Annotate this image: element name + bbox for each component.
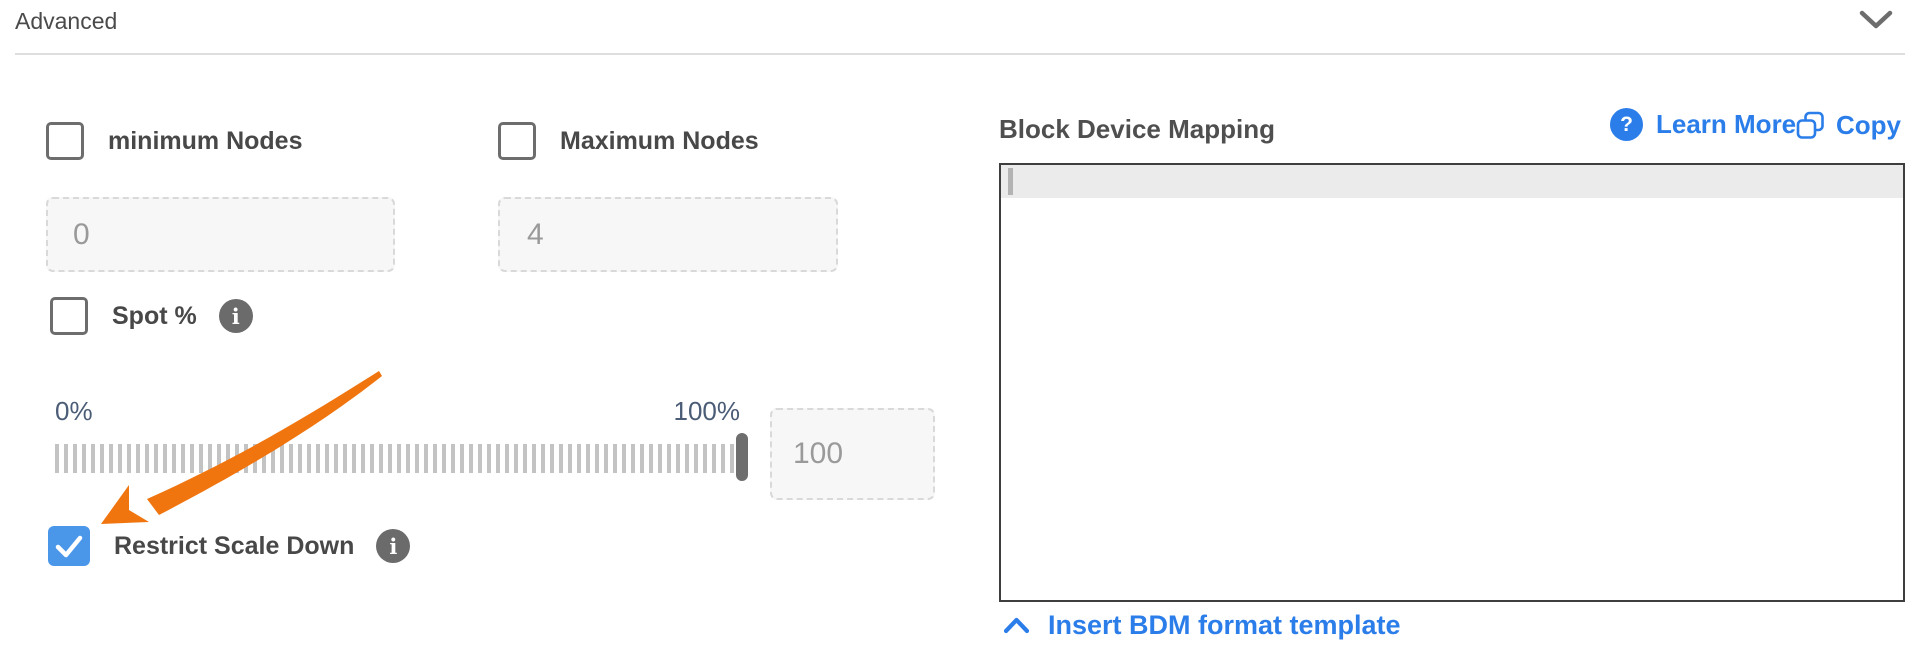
copy-button[interactable]: Copy [1795, 110, 1901, 141]
insert-bdm-template-link[interactable]: Insert BDM format template [1003, 610, 1401, 641]
insert-bdm-template-label: Insert BDM format template [1048, 610, 1401, 640]
spot-pct-row: Spot % i [50, 296, 253, 336]
advanced-section-title: Advanced [15, 8, 118, 34]
learn-more-label: Learn More [1656, 109, 1797, 139]
min-nodes-input[interactable] [46, 197, 395, 272]
question-circle-icon: ? [1610, 108, 1643, 141]
restrict-scale-down-checkbox[interactable] [48, 526, 90, 566]
max-nodes-row: Maximum Nodes [498, 121, 759, 161]
spot-pct-label: Spot % [112, 301, 197, 330]
spot-pct-value-input[interactable] [770, 408, 935, 500]
slider-min-label: 0% [55, 396, 93, 426]
spot-slider-track[interactable] [55, 444, 739, 473]
chevron-down-icon[interactable] [1859, 10, 1893, 37]
restrict-scale-down-label: Restrict Scale Down [114, 531, 355, 560]
orange-arrow-annotation-icon [95, 358, 395, 538]
min-nodes-row: minimum Nodes [46, 121, 302, 161]
min-nodes-checkbox[interactable] [46, 122, 84, 160]
max-nodes-label: Maximum Nodes [560, 126, 759, 155]
editor-active-line [1001, 165, 1903, 198]
spot-pct-checkbox[interactable] [50, 297, 88, 335]
restrict-scale-down-row: Restrict Scale Down i [48, 525, 411, 567]
bdm-editor-textarea[interactable] [999, 163, 1905, 602]
text-cursor [1008, 168, 1013, 195]
section-divider [15, 53, 1905, 55]
max-nodes-checkbox[interactable] [498, 122, 536, 160]
info-circle-icon[interactable]: i [218, 299, 253, 333]
checkmark-icon [55, 535, 83, 558]
bdm-section-title: Block Device Mapping [999, 114, 1275, 144]
chevron-up-icon [1003, 617, 1030, 634]
copy-label: Copy [1836, 110, 1901, 140]
max-nodes-input[interactable] [498, 197, 838, 272]
learn-more-link[interactable]: ? Learn More [1610, 108, 1796, 141]
spot-slider-handle[interactable] [736, 433, 748, 481]
slider-max-label: 100% [673, 396, 741, 426]
min-nodes-label: minimum Nodes [108, 126, 303, 155]
copy-icon [1796, 111, 1824, 139]
info-circle-icon[interactable]: i [376, 529, 411, 563]
